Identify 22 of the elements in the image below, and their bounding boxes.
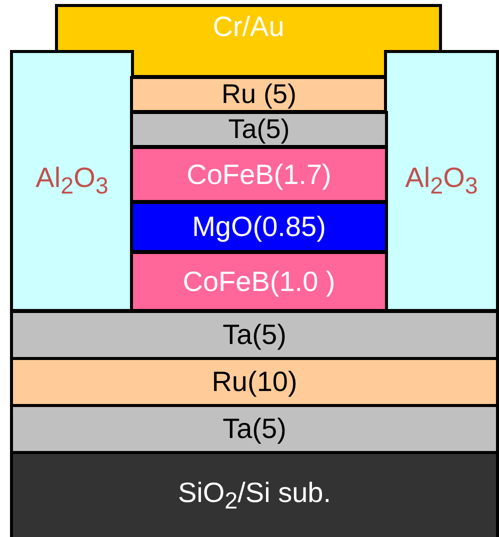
layer-label: MgO(0.85)	[192, 213, 326, 241]
layer-label: Cr/Au	[212, 13, 284, 41]
insulator-layer	[384, 50, 499, 312]
layer-label: Al$_{2}$O$_{3}$	[405, 164, 478, 198]
ru-layer	[10, 357, 499, 407]
cofeb-layer	[130, 146, 388, 203]
ta-layer	[10, 310, 499, 360]
cofeb-layer	[130, 251, 388, 312]
layer-label: Ta(5)	[222, 321, 286, 349]
layer-label: SiO$_{2}$/Si sub.	[178, 479, 332, 513]
layer-label: Ru (5)	[221, 81, 296, 108]
ta-layer	[130, 111, 388, 148]
ta-layer	[10, 404, 499, 454]
insulator-layer	[10, 50, 134, 312]
layer-label: Al$_{2}$O$_{3}$	[36, 164, 108, 198]
mgo-layer	[130, 201, 388, 253]
layer-label: Ru(10)	[212, 368, 298, 396]
layer-label: CoFeB(1.7)	[186, 160, 332, 188]
layer-label: Ta(5)	[222, 415, 286, 443]
substrate-layer	[10, 451, 499, 537]
layer-label: CoFeB(1.0 )	[182, 268, 336, 296]
layer-label: Ta(5)	[228, 116, 290, 143]
